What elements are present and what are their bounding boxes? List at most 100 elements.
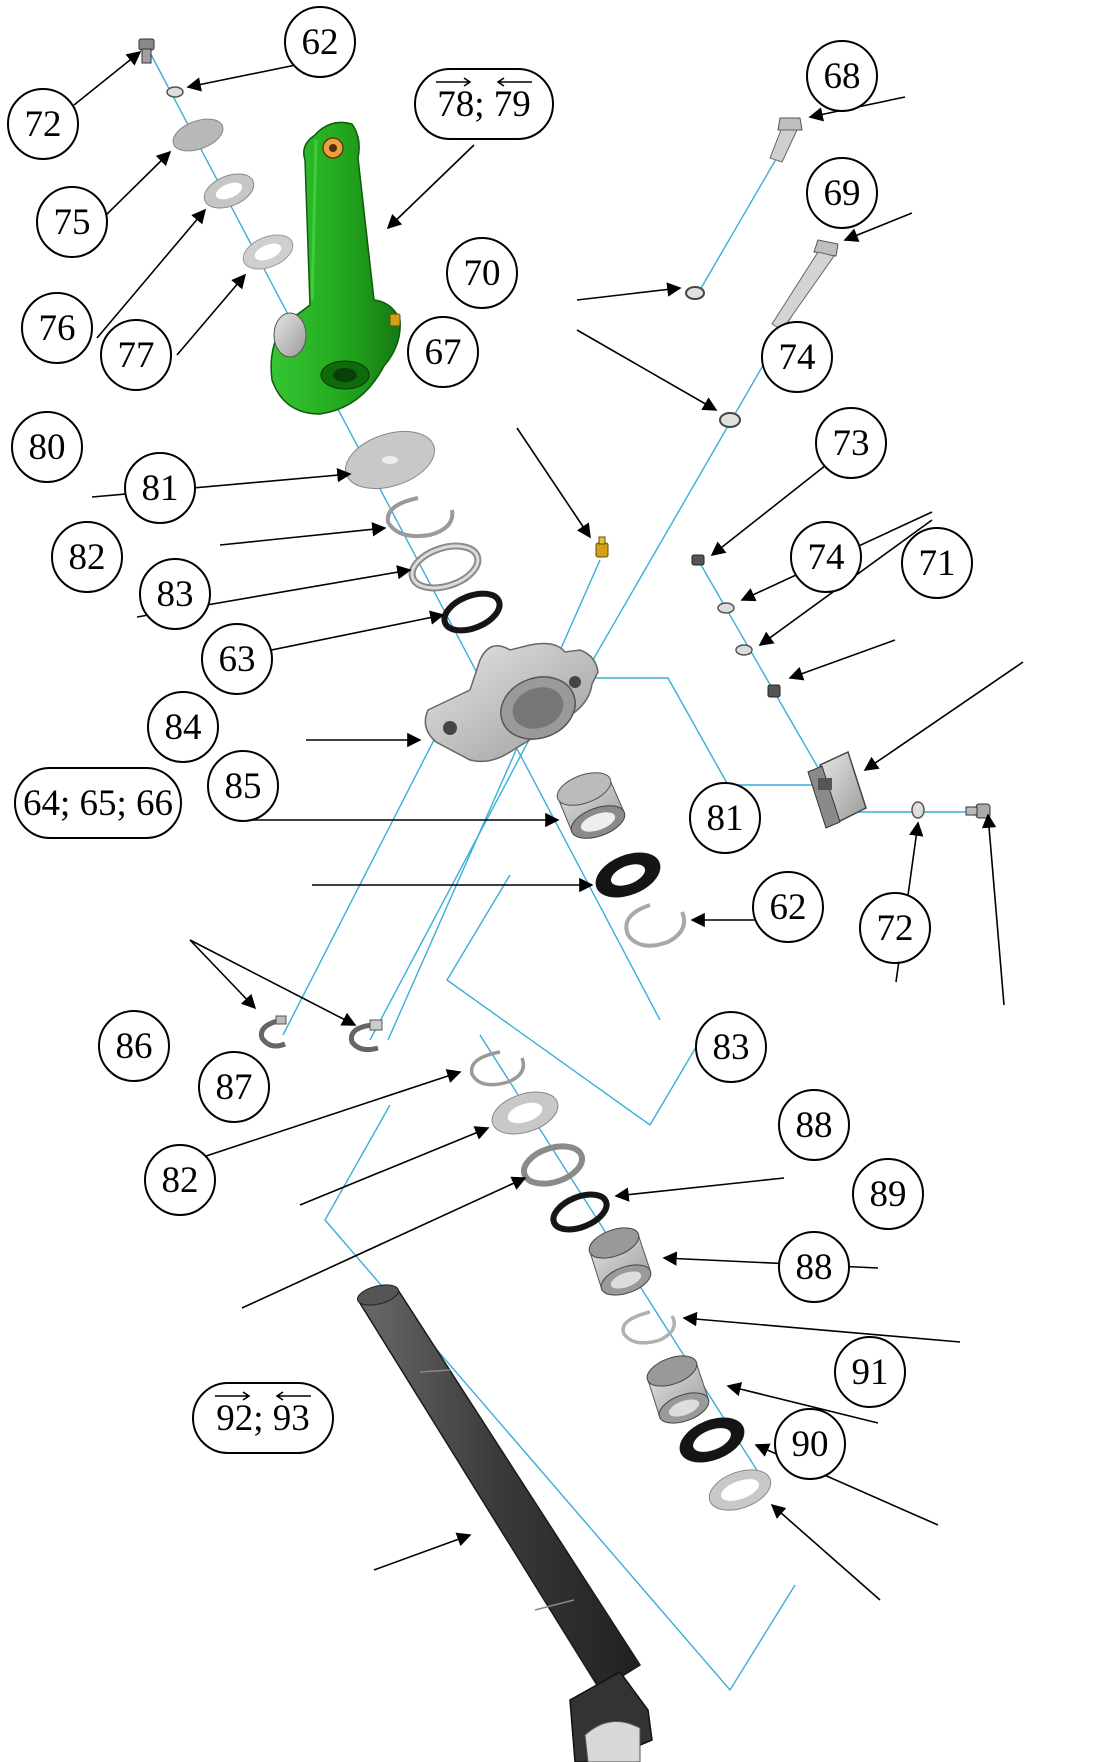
leader-83b (614, 1177, 785, 1202)
oring-part-83 (441, 590, 503, 634)
callout-outline (778, 1089, 850, 1161)
leader-74b (788, 639, 896, 681)
callout-outline (689, 782, 761, 854)
callout-c82b: 82 (144, 1144, 216, 1216)
callout-outline (147, 691, 219, 763)
callout-label: 73 (833, 423, 870, 464)
callout-outline (98, 1010, 170, 1082)
callout-outline (761, 321, 833, 393)
circlip-part-86 (469, 1050, 526, 1087)
callout-label: 83 (157, 574, 194, 615)
callout-label: 91 (852, 1352, 889, 1393)
leader-86 (187, 1069, 462, 1163)
screw-part-72 (138, 38, 155, 64)
callout-outline (695, 1011, 767, 1083)
callout-outline (201, 623, 273, 695)
callout-outline (198, 1051, 270, 1123)
callout-c85: 85 (207, 750, 279, 822)
callout-label: 85 (225, 766, 262, 807)
callout-label: 82 (162, 1160, 199, 1201)
callout-c62a: 62 (284, 6, 356, 78)
leader-89 (682, 1311, 961, 1343)
callout-label: 70 (464, 253, 501, 294)
callout-c74a: 74 (761, 321, 833, 393)
callout-outline (11, 411, 83, 483)
seal-part-85 (595, 852, 661, 898)
callout-outline (14, 767, 182, 839)
callout-c83a: 83 (139, 558, 211, 630)
callout-label: 88 (796, 1247, 833, 1288)
callout-outline (284, 6, 356, 78)
callout-c67: 67 (407, 316, 479, 388)
callout-c84: 84 (147, 691, 219, 763)
callout-outline (901, 527, 973, 599)
leader-6466a (189, 939, 257, 1010)
callout-outline (144, 1144, 216, 1216)
slack-adjuster-part-78-79 (270, 121, 401, 415)
housing-part-63 (424, 642, 599, 763)
disc-part-75 (172, 118, 224, 152)
callout-c72b: 72 (859, 892, 931, 964)
callout-c72a: 72 (7, 88, 79, 160)
callout-outline (815, 407, 887, 479)
callout-outline (446, 237, 518, 309)
clip-part-65 (348, 1022, 379, 1052)
bracket-part-71 (807, 750, 867, 829)
washer-part-70-upper (685, 286, 705, 300)
axis-line-bracket-bolt (696, 557, 833, 793)
leader-9293 (373, 1532, 472, 1571)
callout-c62b: 62 (752, 871, 824, 943)
bearing-part-88-upper (588, 1227, 652, 1296)
washer-part-77 (242, 234, 294, 270)
callout-label: 81 (142, 468, 179, 509)
callout-label: 92; 93 (216, 1398, 310, 1439)
circlip-part-81 (385, 496, 455, 539)
callout-outline (21, 292, 93, 364)
washer-part-76 (203, 173, 255, 209)
callout-outline (778, 1231, 850, 1303)
leader-70b (576, 329, 718, 411)
callout-outline (806, 40, 878, 112)
circlip-part-81-lower (624, 903, 687, 948)
axis-zigzag-lower (324, 1104, 796, 1692)
callout-outline (51, 521, 123, 593)
right-arrow-icon (215, 1391, 251, 1401)
circlip-part-89 (621, 1310, 676, 1345)
callout-c73: 73 (815, 407, 887, 479)
leader-76 (96, 208, 207, 339)
leader-72b (981, 813, 1005, 1006)
camshaft-part-92-93 (356, 1284, 653, 1762)
callout-label: 74 (779, 337, 816, 378)
callout-label: 90 (792, 1424, 829, 1465)
oring-part-83-lower (550, 1191, 610, 1233)
callout-c90: 90 (774, 1408, 846, 1480)
callout-label: 71 (919, 543, 956, 584)
nut-part-74-lower (767, 684, 781, 698)
callout-label: 62 (770, 887, 807, 928)
ring-part-82 (408, 542, 482, 592)
callout-label: 81 (707, 798, 744, 839)
leader-70a (576, 282, 682, 301)
axis-line-grease-nipple (387, 559, 601, 1041)
bearing-part-88-lower (646, 1355, 710, 1424)
clip-pin-part-65 (369, 1019, 383, 1031)
callout-outline (36, 186, 108, 258)
callout-label: 72 (25, 104, 62, 145)
callout-c71: 71 (901, 527, 973, 599)
callout-label: 67 (425, 332, 462, 373)
callout-c81b: 81 (689, 782, 761, 854)
axis-line-housing-left (282, 737, 436, 1036)
callout-c86: 86 (98, 1010, 170, 1082)
axis-zigzag-middle (446, 874, 713, 1127)
callout-label: 72 (877, 908, 914, 949)
washer-part-73-lower (735, 644, 753, 656)
callout-label: 87 (216, 1067, 253, 1108)
callout-c88b: 88 (778, 1231, 850, 1303)
callout-outline (407, 316, 479, 388)
leader-67 (516, 427, 591, 539)
callout-outline (752, 871, 824, 943)
callout-label: 64; 65; 66 (23, 783, 173, 824)
callout-c68: 68 (806, 40, 878, 112)
callout-c87: 87 (198, 1051, 270, 1123)
